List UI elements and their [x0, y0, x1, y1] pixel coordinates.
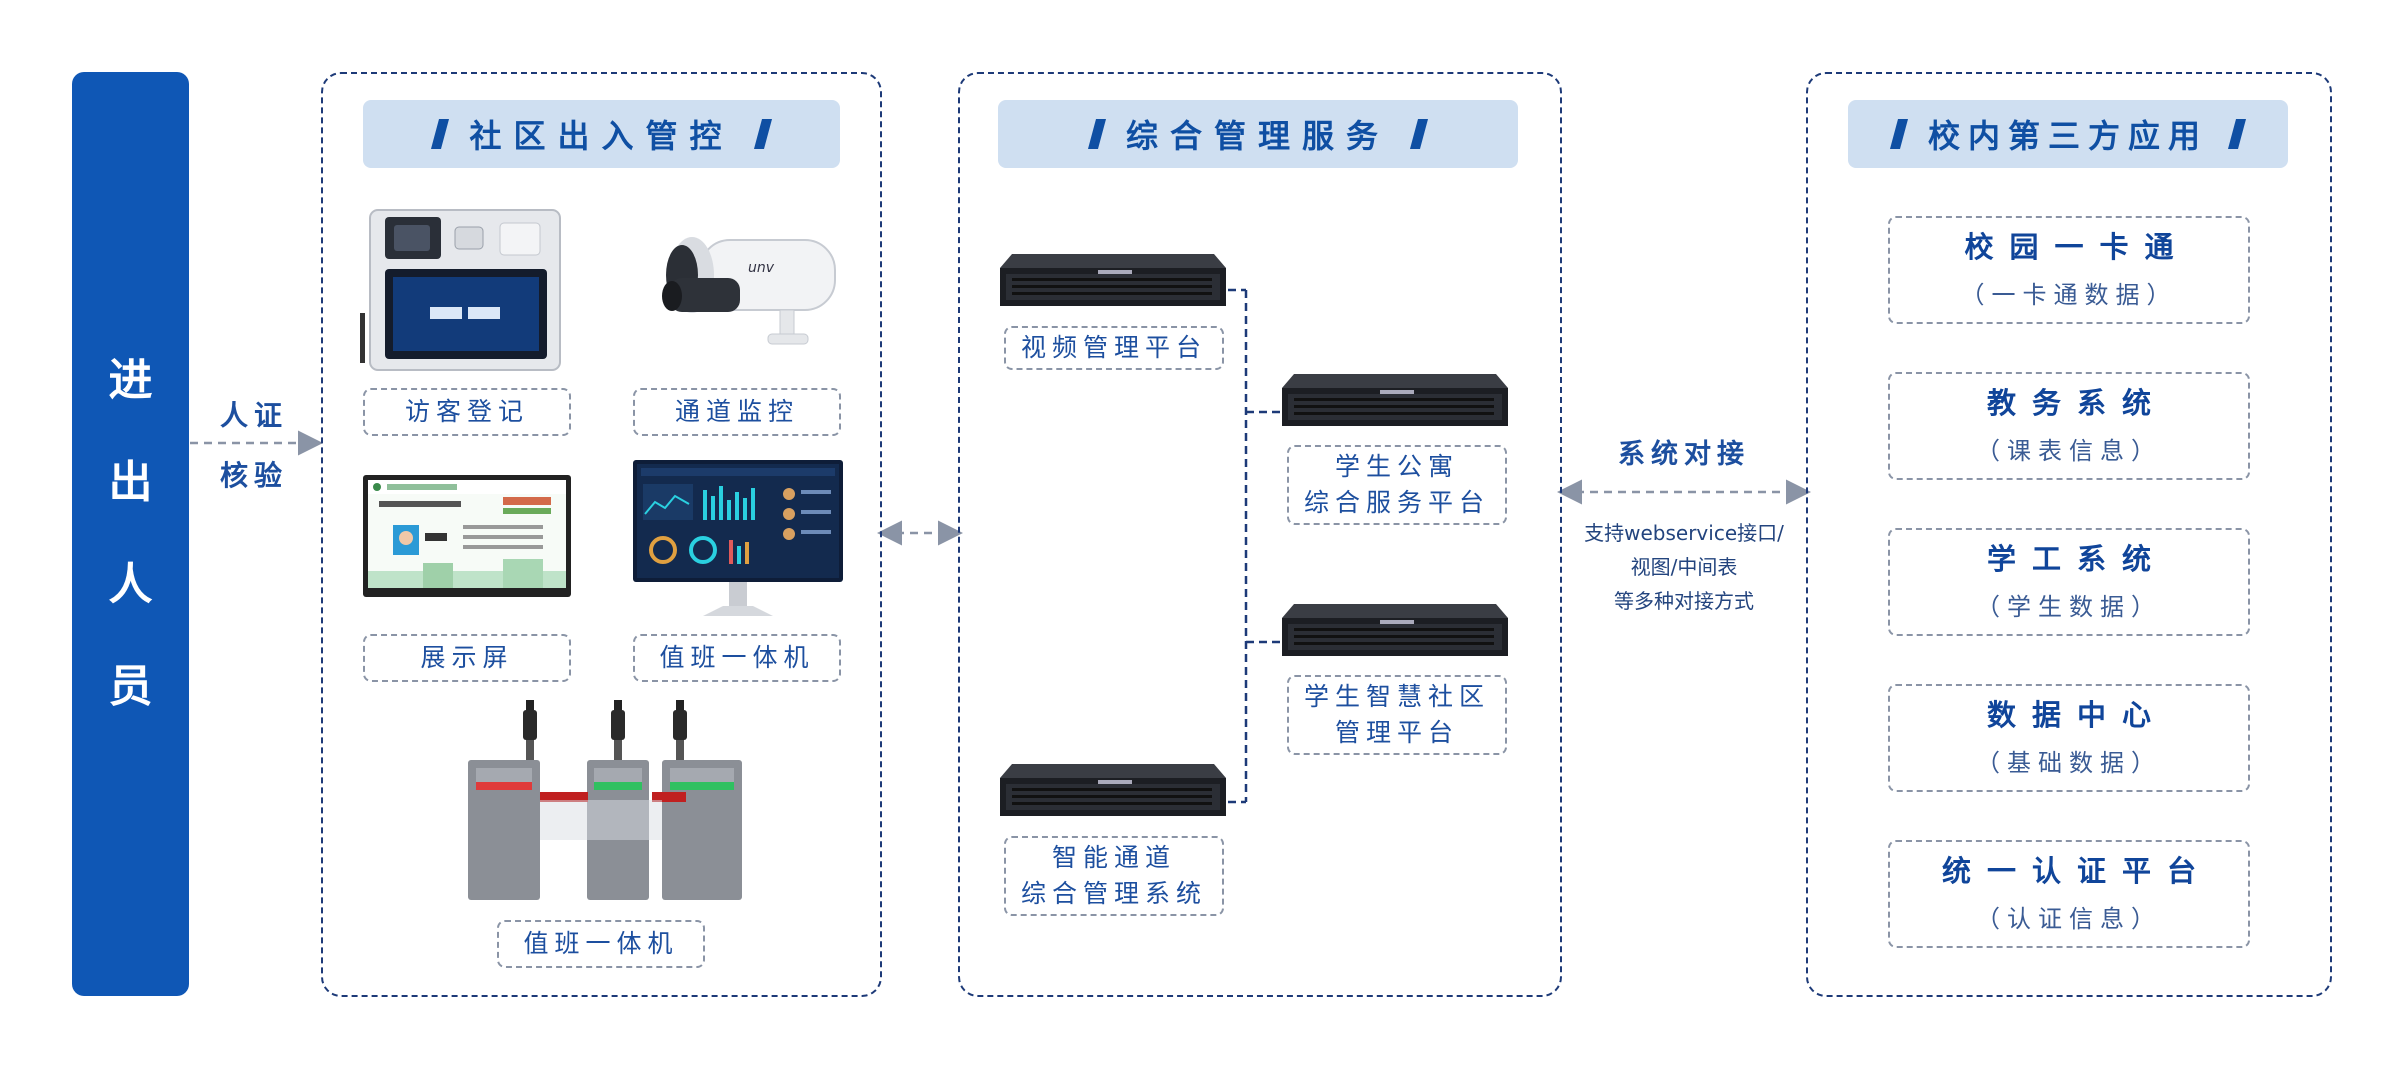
duty-all-in-one-label: 值班一体机 — [633, 634, 841, 682]
management-title: 综合管理服务 — [1125, 117, 1390, 155]
community-header: 社区出入管控 — [363, 100, 840, 168]
app-subtitle: （课表信息） — [1976, 436, 2162, 465]
verify-label-2: 核验 — [220, 459, 289, 492]
dorm-line2: 综合服务平台 — [1303, 488, 1490, 517]
community-title: 社区出入管控 — [469, 117, 734, 155]
channel-system-label: 智能通道 综合管理系统 — [1004, 836, 1224, 916]
smart-line2: 管理平台 — [1334, 718, 1459, 747]
integration-note-2: 视图/中间表 — [1630, 555, 1738, 579]
channel-monitor-label: 通道监控 — [633, 388, 841, 436]
bullet-camera-image: unv — [662, 237, 836, 345]
visitor-terminal-image — [360, 209, 561, 371]
slash-mark — [1087, 119, 1107, 149]
app-subtitle: （学生数据） — [1976, 592, 2162, 621]
slash-mark — [1889, 119, 1909, 149]
slash-mark — [431, 119, 450, 149]
smart-line1: 学生智慧社区 — [1303, 681, 1490, 711]
slash-mark — [2227, 119, 2247, 149]
server-icon — [1282, 604, 1508, 656]
app-title: 校园一卡通 — [1964, 230, 2190, 265]
channel-line1: 智能通道 — [1051, 842, 1176, 872]
app-subtitle: （认证信息） — [1976, 904, 2162, 933]
slash-mark — [1409, 119, 1429, 149]
turnstile-image — [468, 700, 742, 900]
people-bar: 进 出 人 员 — [72, 72, 189, 996]
app-title: 统一认证平台 — [1941, 854, 2212, 889]
third-party-panel — [1806, 72, 2332, 997]
duty-monitor-image — [633, 460, 843, 616]
management-panel — [958, 72, 1562, 997]
svg-text:unv: unv — [748, 260, 775, 276]
display-screen-image — [363, 475, 571, 597]
smart-community-label: 学生智慧社区 管理平台 — [1287, 675, 1507, 755]
people-char: 进 — [108, 355, 153, 406]
video-platform-label: 视频管理平台 — [1004, 326, 1224, 370]
app-title: 教务系统 — [1986, 386, 2167, 421]
app-data-center: 数据中心 （基础数据） — [1888, 684, 2250, 792]
verify-label-1: 人证 — [220, 399, 289, 432]
app-title: 数据中心 — [1986, 698, 2167, 733]
display-label: 展示屏 — [363, 634, 571, 682]
server-icon — [1000, 254, 1226, 306]
people-char: 人 — [108, 559, 153, 610]
app-student-affairs: 学工系统 （学生数据） — [1888, 528, 2250, 636]
server-icon — [1000, 764, 1226, 816]
people-char: 出 — [108, 457, 153, 508]
duty-all-in-one-label-2: 值班一体机 — [497, 920, 705, 968]
visitor-label: 访客登记 — [363, 388, 571, 436]
integration-note-3: 等多种对接方式 — [1614, 589, 1754, 613]
management-header: 综合管理服务 — [998, 100, 1518, 168]
server-icon — [1282, 374, 1508, 426]
third-party-title: 校内第三方应用 — [1927, 117, 2208, 155]
dorm-line1: 学生公寓 — [1334, 451, 1459, 481]
app-academic-system: 教务系统 （课表信息） — [1888, 372, 2250, 480]
integration-note-1: 支持webservice接口/ — [1584, 521, 1784, 545]
slash-mark — [753, 119, 772, 149]
app-subtitle: （基础数据） — [1976, 748, 2162, 777]
app-campus-card: 校园一卡通 （一卡通数据） — [1888, 216, 2250, 324]
people-char: 员 — [108, 661, 153, 712]
integration-title: 系统对接 — [1618, 439, 1750, 470]
community-panel — [321, 72, 882, 997]
dorm-platform-label: 学生公寓 综合服务平台 — [1287, 445, 1507, 525]
app-title: 学工系统 — [1986, 542, 2167, 577]
app-subtitle: （一卡通数据） — [1960, 280, 2178, 309]
third-party-header: 校内第三方应用 — [1848, 100, 2288, 168]
channel-line2: 综合管理系统 — [1020, 879, 1207, 908]
app-unified-auth: 统一认证平台 （认证信息） — [1888, 840, 2250, 948]
